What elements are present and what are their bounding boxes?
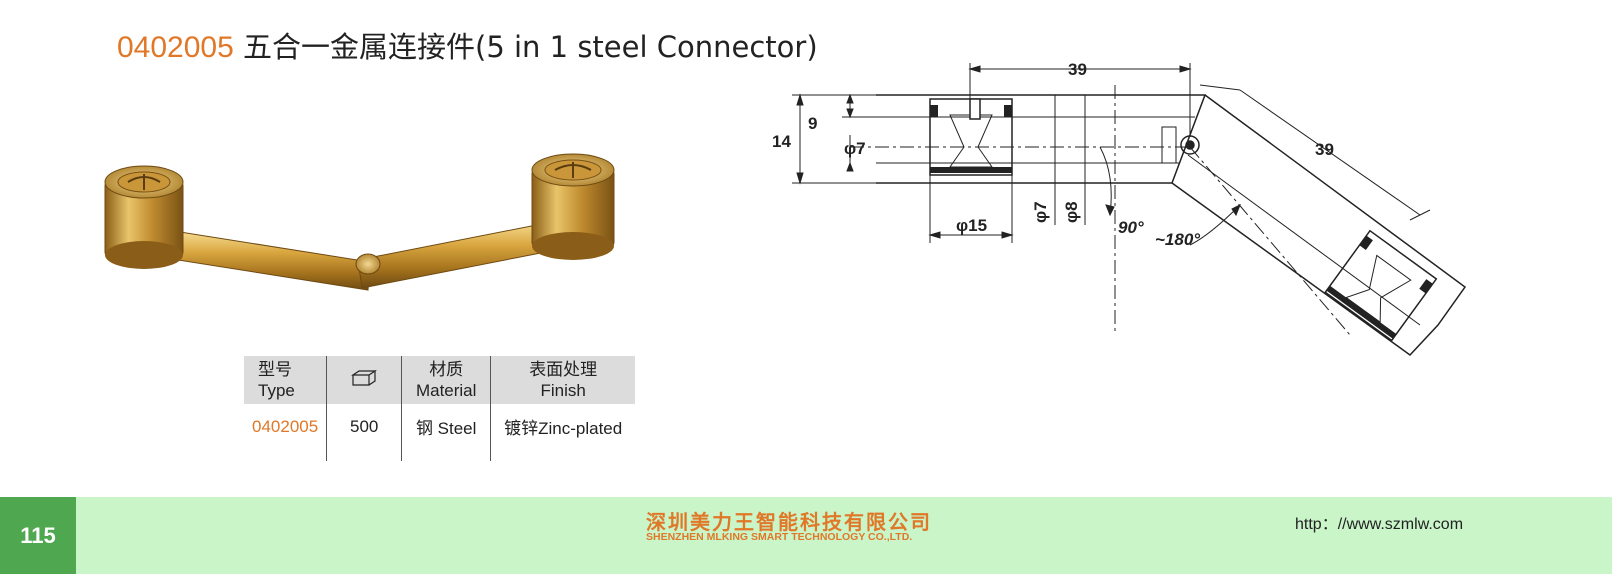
dim-length-diag: 39	[1315, 140, 1334, 159]
dim-angle-min: 90°	[1118, 218, 1144, 237]
dim-phi8-vert: φ8	[1062, 201, 1081, 223]
dim-length-top: 39	[1068, 60, 1087, 79]
page-number: 115	[0, 497, 76, 574]
carton-box-icon	[351, 369, 378, 386]
cell-finish: 镀锌Zinc-plated	[504, 419, 623, 438]
technical-drawing: 39 39 14 9 φ7 φ15 φ7 φ8 90° ~180°	[772, 60, 1467, 356]
product-title: 0402005 五合一金属连接件(5 in 1 steel Connector)	[117, 24, 818, 66]
spec-table-header: 型号 Type 材质 Material 表面处理 Finish	[244, 356, 636, 404]
header-finish: 表面处理 Finish	[490, 356, 636, 404]
dim-phi15: φ15	[956, 216, 987, 235]
hinge-pin	[355, 253, 381, 275]
footer-bar: 115 深圳美力王智能科技有限公司 SHENZHEN MLKING SMART …	[0, 497, 1612, 574]
website-url: http：//www.szmlw.com	[1295, 516, 1464, 533]
product-name: 五合一金属连接件(5 in 1 steel Connector)	[243, 30, 818, 64]
cell-qty: 500	[326, 404, 403, 461]
dim-angle-range: ~180°	[1155, 230, 1200, 249]
product-code: 0402005	[117, 31, 234, 64]
cam-housing-right	[1324, 229, 1438, 342]
product-photo	[104, 153, 615, 291]
angled-panel-outline	[1171, 94, 1467, 356]
dim-phi7-left: φ7	[844, 139, 866, 158]
dim-height-total: 14	[772, 132, 791, 151]
left-cam-lock	[104, 165, 184, 269]
cell-type: 0402005	[244, 404, 328, 461]
company-name-cn: 深圳美力王智能科技有限公司	[646, 510, 932, 534]
table-row: 0402005 500 钢 Steel 镀锌Zinc-plated	[244, 404, 635, 461]
horizontal-panel-outline	[876, 94, 1207, 184]
header-qty	[326, 356, 403, 404]
dim-phi7-vert: φ7	[1031, 201, 1050, 223]
company-name-en: SHENZHEN MLKING SMART TECHNOLOGY CO.,LTD…	[646, 531, 913, 543]
header-material: 材质 Material	[401, 356, 492, 404]
right-rod	[357, 221, 557, 289]
left-rod	[177, 231, 371, 291]
spec-table: 型号 Type 材质 Material 表面处理 Finish 0402005 …	[244, 356, 636, 461]
cell-material: 钢 Steel	[401, 404, 492, 461]
dim-height-upper: 9	[808, 114, 817, 133]
right-cam-lock	[531, 153, 615, 260]
header-type: 型号 Type	[244, 356, 328, 404]
